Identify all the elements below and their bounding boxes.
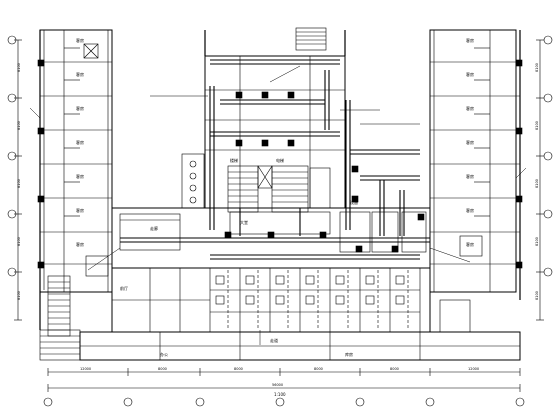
dimension-texts: 8100 8100 8100 8100 8100 8100 8100 8100 … [17,63,539,387]
dimension-value: 8000 [234,367,243,371]
room-label: 客房 [76,105,84,111]
dimension-value: 8000 [390,367,399,371]
air-diffusers [224,91,425,253]
right-wing [429,29,523,300]
equip-label: 设备 [350,199,358,205]
hall-label: 前厅 [120,285,128,291]
bottom-corridor [39,299,521,361]
dimension-value: 12000 [468,367,479,371]
dimension-value: 8000 [158,367,167,371]
room-label: 客房 [76,173,84,179]
room-label: 客房 [76,207,84,213]
room-label: 客房 [466,71,474,77]
dimension-value: 8100 [535,179,539,188]
dimension-value: 8100 [17,179,21,188]
dimension-value: 12000 [80,367,91,371]
store-label: 库房 [345,351,353,357]
room-label: 客房 [466,105,474,111]
room-label: 客房 [466,173,474,179]
room-label: 客房 [76,71,84,77]
dimension-lines [14,39,544,392]
room-label: 客房 [76,139,84,145]
stair-label: 楼梯 [230,157,238,163]
left-wing [37,29,113,337]
scale-label: 1:100 [274,392,286,397]
dimension-value: 8100 [17,291,21,300]
bottom-block [111,267,431,333]
ductwork [120,59,430,260]
annotation-labels: 客房 客房 客房 客房 客房 客房 客房 客房 客房 客房 客房 客房 客房 客… [76,37,474,397]
room-label: 客房 [466,37,474,43]
room-label: 客房 [466,207,474,213]
dimension-value: 8100 [535,63,539,72]
lobby-label: 大堂 [240,219,248,225]
dimension-value: 8100 [17,121,21,130]
dimension-value: 8000 [314,367,323,371]
room-label: 客房 [76,241,84,247]
room-label: 客房 [76,37,84,43]
room-label: 客房 [466,241,474,247]
axis-bubbles [7,35,553,407]
room-label: 客房 [466,139,474,145]
plan-linework [7,27,553,407]
corridor-label: 走廊 [150,225,158,231]
office-label: 办公 [160,351,168,357]
dimension-value: 8100 [17,63,21,72]
dimension-value: 8100 [17,237,21,246]
dimension-value: 8100 [535,121,539,130]
dimension-total: 56000 [272,383,283,387]
bottom-corridor-label: 走道 [270,337,278,343]
central-core [181,27,346,213]
dimension-value: 8100 [535,237,539,246]
leader-lines [29,65,527,345]
dimension-value: 8100 [535,291,539,300]
elevator-label: 电梯 [276,157,284,163]
